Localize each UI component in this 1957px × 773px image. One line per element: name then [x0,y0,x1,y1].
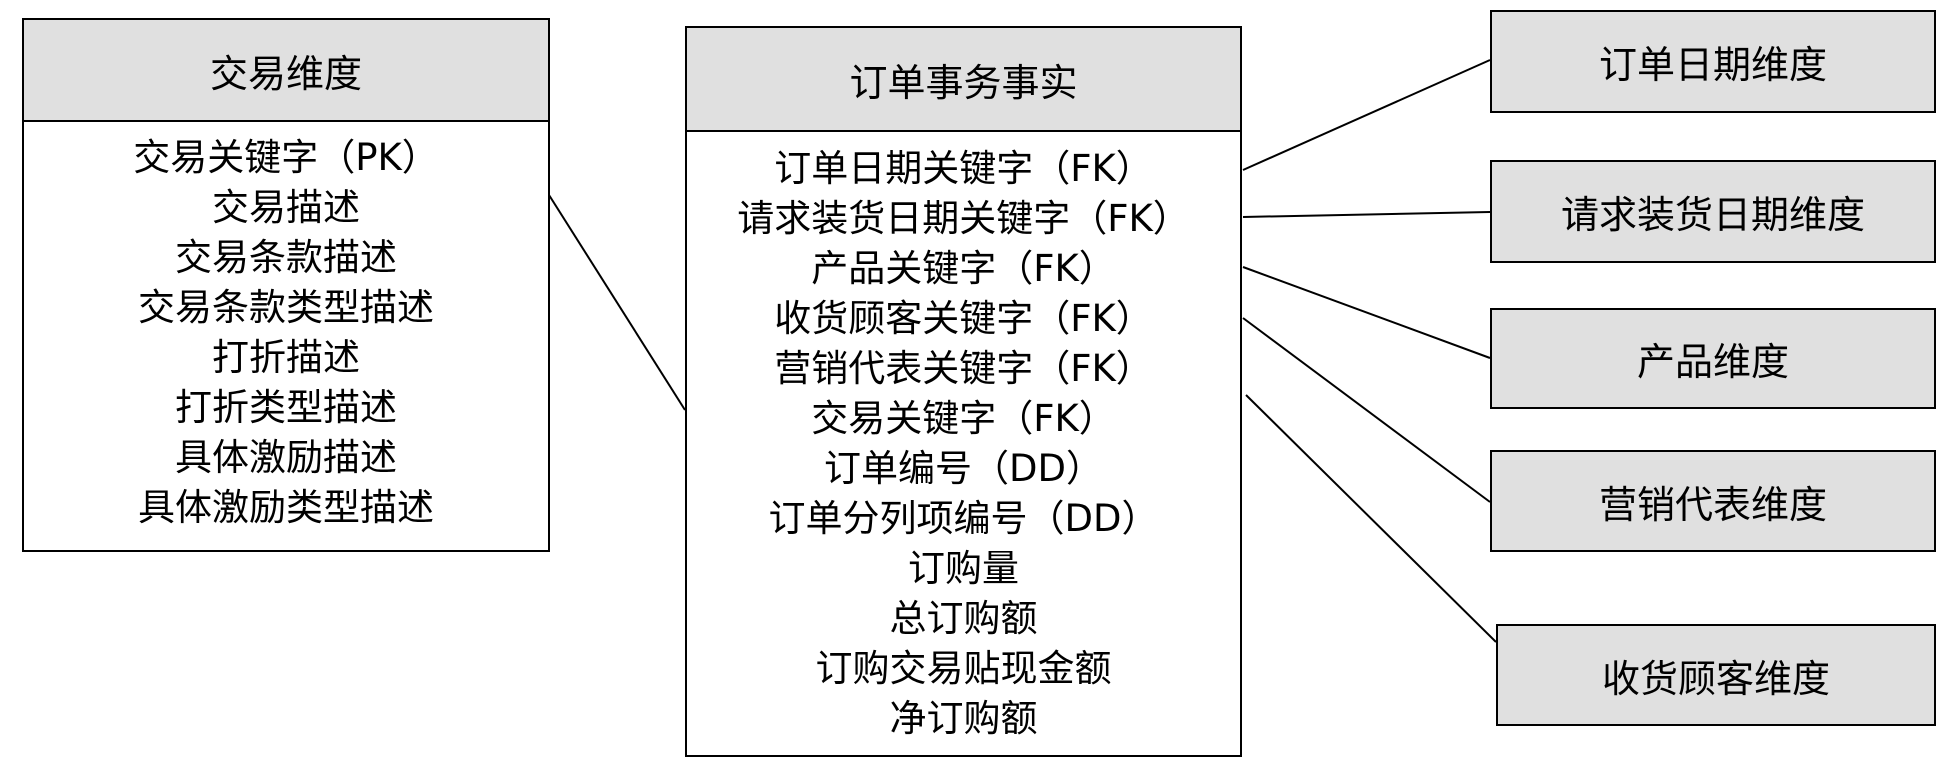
attribute: 交易关键字（PK） [133,136,439,179]
customer-dimension-label: 收货顾客维度 [1601,656,1830,701]
attribute: 产品关键字（FK） [811,247,1116,290]
order-date-dimension-label: 订单日期维度 [1598,43,1827,87]
attribute: 打折描述 [212,336,360,379]
transaction-dimension-entity: 交易维度 交易关键字（PK） 交易描述 交易条款描述 交易条款类型描述 打折描述… [22,18,550,552]
connector-transaction-to-fact [548,194,686,411]
attribute: 交易条款类型描述 [138,286,434,329]
transaction-dimension-header: 交易维度 [24,20,548,122]
attribute: 交易关键字（FK） [811,397,1116,440]
connector-ship-date [1242,211,1491,218]
order-fact-entity: 订单事务事实 订单日期关键字（FK） 请求装货日期关键字（FK） 产品关键字（F… [685,26,1242,757]
attribute: 交易条款描述 [175,236,397,279]
sales-rep-dimension-label: 营销代表维度 [1598,482,1827,527]
attribute: 打折类型描述 [175,386,397,429]
attribute: 总订购额 [889,597,1038,640]
connector-sales-rep [1242,317,1491,503]
attribute: 交易描述 [212,186,360,229]
connector-customer [1245,394,1497,643]
attribute: 订单编号（DD） [824,447,1103,490]
sales-rep-dimension-box: 营销代表维度 [1490,450,1936,552]
transaction-dimension-title: 交易维度 [209,51,362,96]
ship-date-dimension-label: 请求装货日期维度 [1560,193,1865,237]
attribute: 营销代表关键字（FK） [774,347,1153,390]
product-dimension-box: 产品维度 [1490,308,1936,409]
attribute: 具体激励类型描述 [138,486,434,529]
attribute: 收货顾客关键字（FK） [774,297,1153,340]
connector-product [1242,266,1491,359]
product-dimension-label: 产品维度 [1636,340,1789,384]
attribute: 净订购额 [889,697,1038,740]
order-fact-title: 订单事务事实 [849,60,1078,105]
order-fact-attributes: 订单日期关键字（FK） 请求装货日期关键字（FK） 产品关键字（FK） 收货顾客… [687,132,1240,744]
attribute: 请求装货日期关键字（FK） [737,197,1190,240]
connector-order-date [1242,59,1491,171]
ship-date-dimension-box: 请求装货日期维度 [1490,160,1936,263]
order-fact-header: 订单事务事实 [687,28,1240,132]
order-date-dimension-box: 订单日期维度 [1490,10,1936,113]
attribute: 订单日期关键字（FK） [774,147,1153,190]
customer-dimension-box: 收货顾客维度 [1496,624,1936,726]
attribute: 具体激励描述 [175,436,397,479]
attribute: 订单分列项编号（DD） [768,497,1159,540]
attribute: 订购交易贴现金额 [815,647,1112,690]
attribute: 订购量 [908,547,1019,590]
transaction-dimension-attributes: 交易关键字（PK） 交易描述 交易条款描述 交易条款类型描述 打折描述 打折类型… [24,122,548,533]
